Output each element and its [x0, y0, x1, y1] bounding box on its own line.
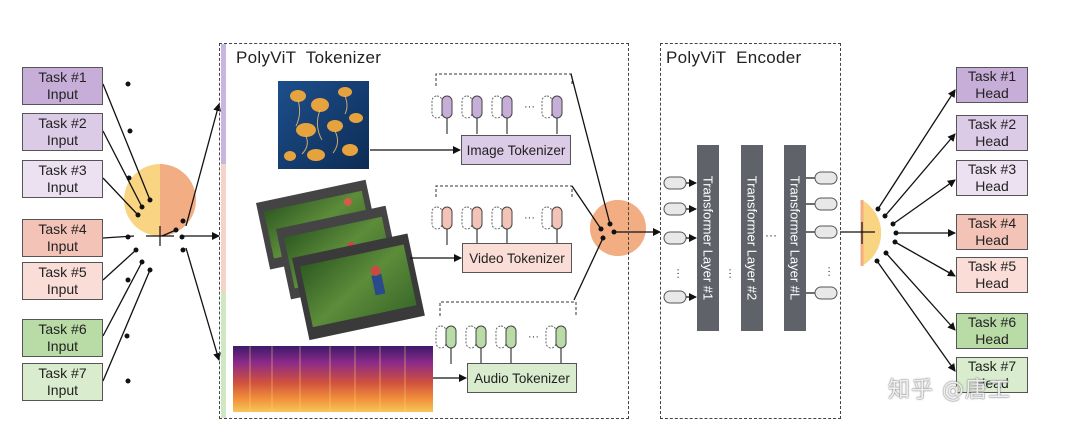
tokenizer-to-router-arrows	[570, 73, 661, 301]
video-token	[431, 206, 443, 230]
transformer-layer-2: Transformer Layer #2	[741, 145, 763, 331]
encoder-layer-ellipsis: ···	[765, 228, 777, 242]
image-token-row: ···	[431, 73, 573, 134]
image-token	[491, 95, 503, 119]
encoder-output-token	[814, 171, 838, 185]
video-tokenizer-box: Video Tokenizer	[462, 243, 572, 273]
task-4-head-box: Task #4 Head	[956, 214, 1028, 250]
task-6-input-box: Task #6 Input	[22, 319, 103, 357]
task-7-head-box: Task #7 Head	[956, 357, 1028, 393]
modality-arrows	[370, 146, 467, 382]
spectrogram-image	[233, 346, 433, 412]
image-tokenizer-box: Image Tokenizer	[461, 135, 571, 165]
tokenizer-panel	[219, 43, 629, 419]
audio-token	[545, 325, 557, 349]
encoder-vertical-ellipsis: ···	[672, 268, 684, 279]
task-7-input-box: Task #7 Input	[22, 363, 103, 401]
video-token-row: ···	[431, 185, 573, 245]
task-4-input-box: Task #4 Input	[22, 219, 103, 257]
video-section-bar	[221, 164, 226, 292]
audio-tokenizer-box: Audio Tokenizer	[467, 363, 577, 393]
task-2-head-box: Task #2 Head	[956, 115, 1028, 151]
task-5-head-box: Task #5 Head	[956, 257, 1028, 293]
image-token	[541, 95, 553, 119]
input-router	[124, 164, 196, 246]
transformer-layer-l-label: Transformer Layer #L	[787, 175, 803, 301]
transformer-layer-l: Transformer Layer #L	[784, 145, 806, 331]
audio-token	[465, 325, 477, 349]
task-1-head-box: Task #1 Head	[956, 67, 1028, 103]
watermark: 知乎 @唐工	[888, 378, 1011, 403]
encoder-title: PolyViT Encoder	[666, 48, 802, 67]
task-5-input-box: Task #5 Input	[22, 262, 103, 300]
task-2-input-box: Task #2 Input	[22, 113, 103, 151]
image-token	[431, 95, 443, 119]
image-section-bar	[221, 44, 226, 164]
encoder-tokens: ··· ··· ···	[663, 171, 838, 304]
audio-token	[435, 325, 447, 349]
token-rows: ··· ··· ···	[431, 73, 577, 364]
audio-section-bar	[221, 292, 226, 418]
transformer-layer-2-label: Transformer Layer #2	[744, 175, 760, 301]
audio-token-row: ···	[435, 301, 577, 364]
encoder-vertical-ellipsis: ···	[823, 266, 835, 277]
jellyfish-image	[278, 81, 369, 169]
tokenizer-title: PolyViT Tokenizer	[236, 48, 382, 67]
transformer-layer-1-label: Transformer Layer #1	[700, 175, 716, 301]
audio-token	[495, 325, 507, 349]
tokenizer-router	[590, 200, 646, 256]
image-token-ellipsis: ···	[524, 101, 535, 113]
task-3-input-box: Task #3 Input	[22, 160, 103, 198]
input-router-dots	[124, 81, 186, 384]
encoder-vertical-ellipsis: ···	[724, 268, 736, 279]
audio-token-ellipsis: ···	[528, 331, 539, 343]
image-token	[461, 95, 473, 119]
video-frames	[256, 179, 425, 341]
video-token	[461, 206, 473, 230]
output-arrows	[876, 89, 956, 372]
encoder-output-token	[814, 197, 838, 211]
output-router	[840, 200, 882, 266]
encoder-output-token	[814, 225, 838, 239]
video-token	[491, 206, 503, 230]
video-token	[541, 206, 553, 230]
transformer-layer-1: Transformer Layer #1	[697, 145, 719, 331]
task-6-head-box: Task #6 Head	[956, 313, 1028, 349]
task-1-input-box: Task #1 Input	[22, 67, 103, 105]
encoder-output-token	[814, 286, 838, 300]
video-token-ellipsis: ···	[524, 212, 535, 224]
encoder-panel	[660, 43, 841, 419]
task-3-head-box: Task #3 Head	[956, 160, 1028, 196]
